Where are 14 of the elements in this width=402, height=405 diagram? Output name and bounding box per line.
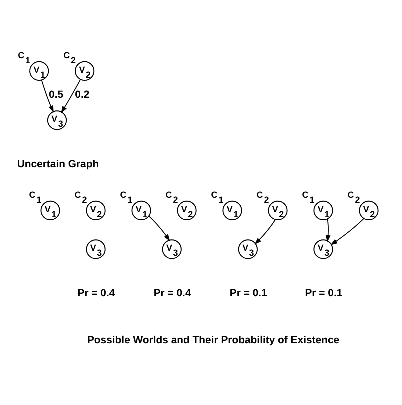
arrow (254, 219, 276, 245)
edge-label: 0.5 (49, 90, 64, 101)
arrow (148, 216, 170, 242)
arrow (41, 80, 54, 113)
arrow (326, 218, 331, 242)
label: Pr = 0.4 (154, 288, 192, 300)
edge-label: 0.2 (75, 90, 90, 101)
label: Pr = 0.1 (305, 288, 343, 300)
arrow (330, 218, 365, 246)
label: Pr = 0.4 (78, 288, 116, 300)
label: Possible Worlds and Their Probability of Existence (87, 336, 340, 347)
label: Pr = 0.1 (230, 288, 268, 300)
arrow (61, 79, 82, 114)
label: Uncertain Graph (17, 160, 100, 171)
